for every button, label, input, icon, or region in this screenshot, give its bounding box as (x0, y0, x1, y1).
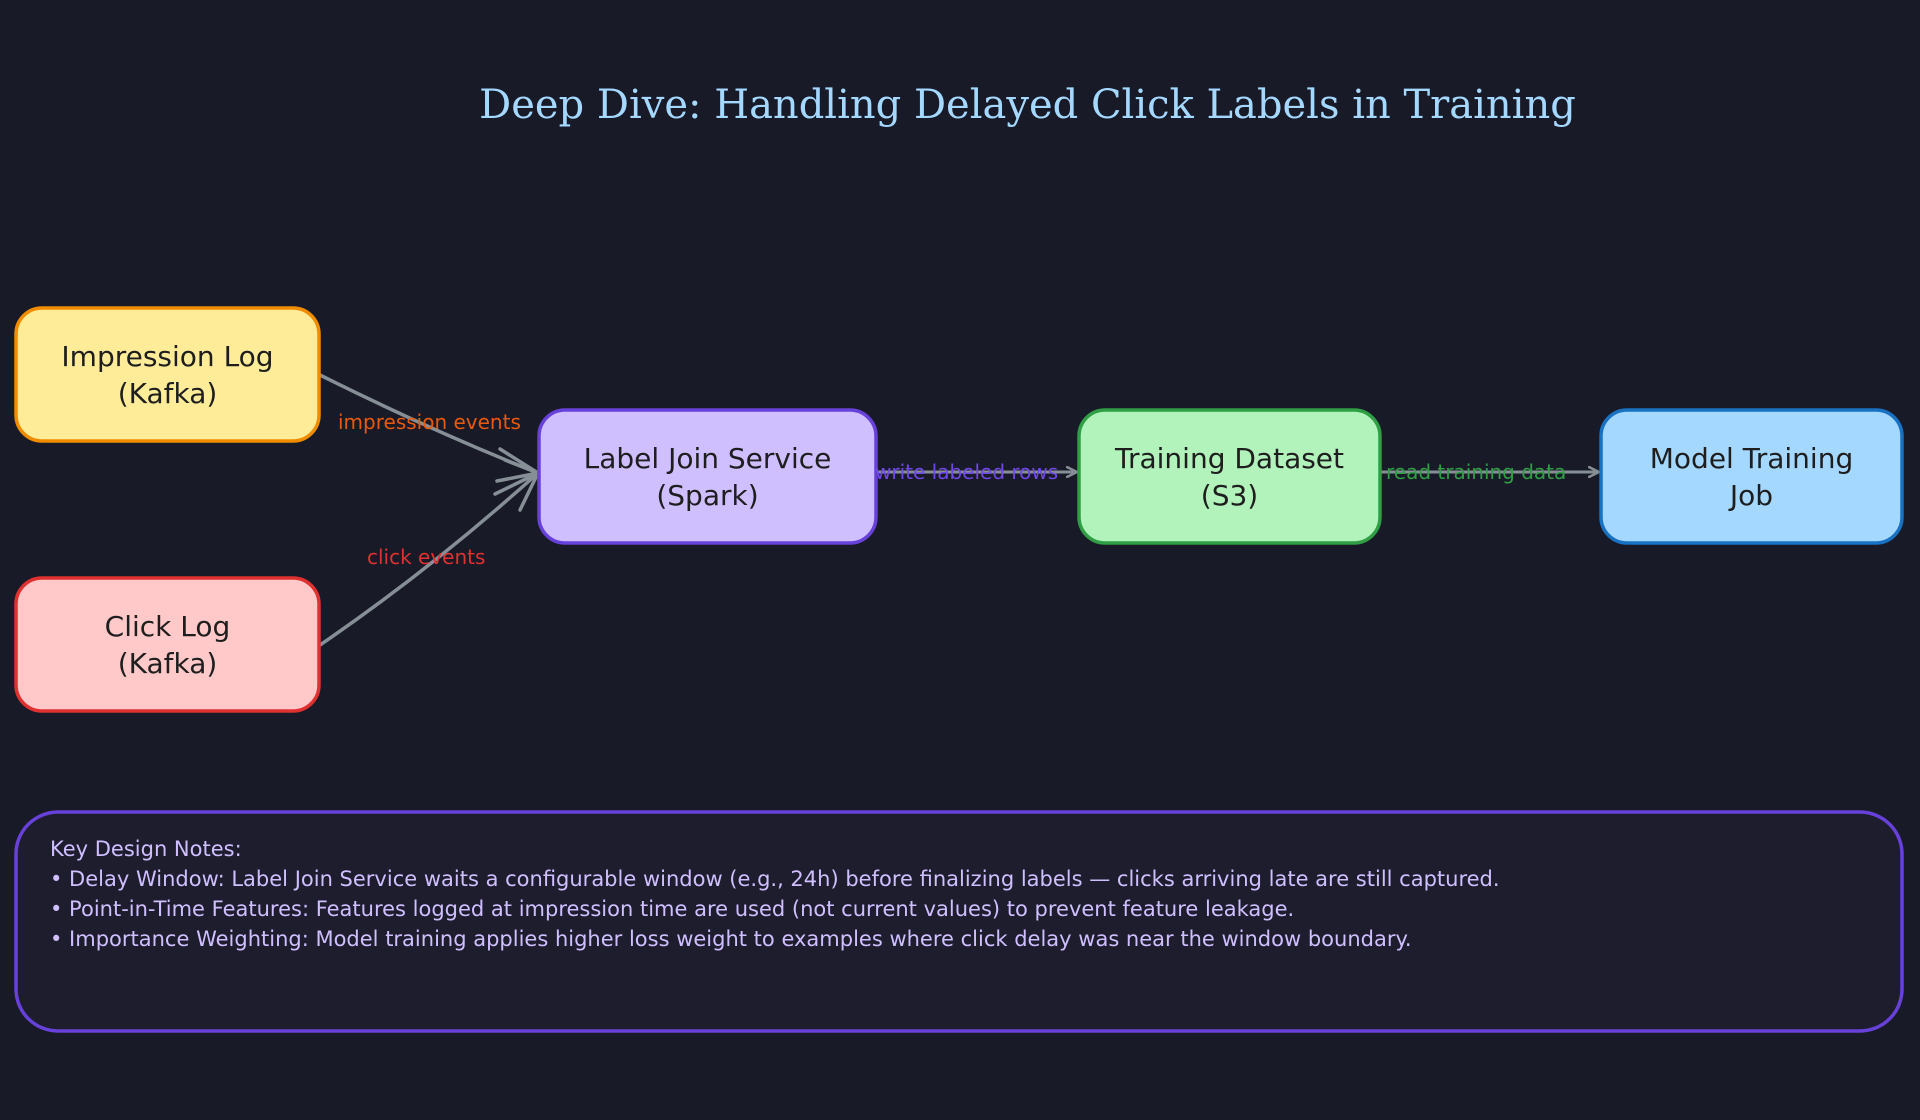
node-training-dataset-box (1077, 408, 1382, 545)
node-impression-log-title: Impression Log (61, 339, 274, 373)
edge-label-impression-events: impression events (338, 410, 521, 434)
edge-label-read-training-data: read training data (1386, 460, 1567, 484)
edge-label-click-events: click events (367, 545, 486, 569)
node-model-training-job: Model Training Job (1601, 410, 1902, 543)
node-impression-log: Impression Log (Kafka) (16, 308, 319, 441)
node-impression-log-box (14, 306, 321, 443)
node-training-dataset: Training Dataset (S3) (1079, 410, 1380, 543)
diagram-title: Deep Dive: Handling Delayed Click Labels… (479, 82, 1576, 128)
node-click-log-subtitle: (Kafka) (117, 646, 218, 680)
notes-item-delay-window: • Delay Window: Label Join Service waits… (50, 867, 1500, 891)
edge-click-to-join (318, 471, 540, 647)
edge-label-write-labeled-rows: write labeled rows (875, 460, 1059, 484)
design-notes: Key Design Notes: • Delay Window: Label … (50, 834, 1500, 954)
node-click-log-title: Click Log (104, 609, 231, 643)
node-training-dataset-title: Training Dataset (1114, 441, 1345, 475)
node-model-training-box (1599, 408, 1904, 545)
notes-heading: Key Design Notes: (50, 837, 242, 861)
node-model-training-title: Model Training (1649, 441, 1854, 475)
edge-impression-to-join (318, 373, 540, 483)
notes-item-importance-weighting: • Importance Weighting: Model training a… (50, 927, 1412, 951)
node-model-training-subtitle: Job (1729, 478, 1774, 512)
node-label-join-title: Label Join Service (583, 441, 832, 475)
node-label-join-box (537, 408, 878, 545)
node-label-join-service: Label Join Service (Spark) (539, 410, 876, 543)
notes-box (14, 810, 1904, 1033)
notes-item-point-in-time: • Point-in-Time Features: Features logge… (50, 897, 1295, 921)
node-impression-log-subtitle: (Kafka) (117, 376, 218, 410)
node-click-log: Click Log (Kafka) (16, 578, 319, 711)
node-training-dataset-subtitle: (S3) (1200, 478, 1259, 512)
node-label-join-subtitle: (Spark) (656, 478, 759, 512)
node-click-log-box (14, 576, 321, 713)
